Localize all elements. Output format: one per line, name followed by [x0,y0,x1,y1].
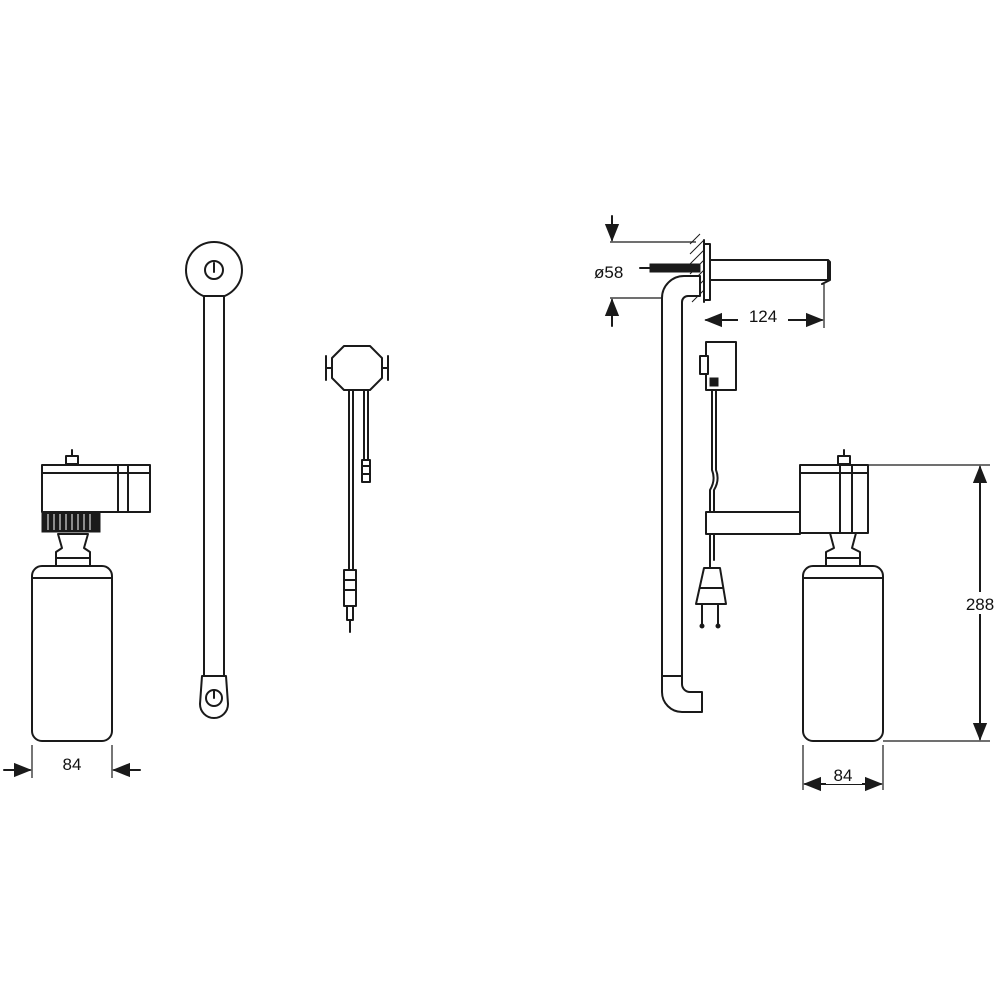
right-dispenser-assembly [799,449,884,742]
dimension-spout-projection: 124 [704,284,825,328]
overall-height-label: 288 [966,595,994,614]
sensor-module [325,345,389,633]
dimension-left-width: 84 [3,745,141,778]
dimension-spout-diameter: ø58 [594,215,696,327]
supply-pipe [661,275,703,713]
spout [639,243,831,301]
power-plug [695,567,727,629]
spout-projection-label: 124 [749,307,777,326]
mounting-arm [705,511,801,535]
spout-diameter-label: ø58 [594,263,623,282]
control-box [699,341,737,601]
left-dispenser-assembly [31,449,151,742]
right-width-label: 84 [834,766,853,785]
dimension-right-width: 84 [802,745,884,792]
left-width-label: 84 [63,755,82,774]
dimension-overall-height: 288 [868,464,1000,742]
sensor-pipe [185,241,243,719]
